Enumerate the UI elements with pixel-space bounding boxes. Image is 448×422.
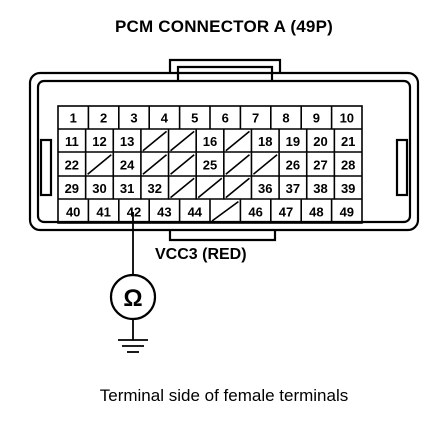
unused-cavity-mark (142, 130, 168, 152)
terminal-4: 4 (161, 111, 169, 126)
unused-cavity-mark (225, 154, 250, 175)
terminal-32: 32 (147, 181, 161, 196)
terminal-25: 25 (203, 158, 217, 173)
terminal-12: 12 (92, 134, 106, 149)
unused-cavity-mark (211, 200, 239, 222)
terminal-39: 39 (341, 181, 355, 196)
terminal-1: 1 (70, 111, 77, 126)
terminal-grid (57, 105, 363, 224)
terminal-10: 10 (340, 111, 354, 126)
terminal-46: 46 (248, 204, 262, 219)
terminal-9: 9 (313, 111, 320, 126)
terminal-44: 44 (188, 204, 203, 219)
terminal-22: 22 (65, 158, 79, 173)
terminal-5: 5 (191, 111, 198, 126)
unused-cavity-mark (197, 177, 223, 199)
left-latch (39, 138, 53, 197)
locking-tab-inner (176, 65, 274, 81)
bottom-keyway (168, 230, 277, 242)
unused-cavity-mark (170, 130, 195, 152)
terminal-42: 42 (127, 204, 141, 219)
terminal-11: 11 (65, 134, 79, 149)
terminal-3: 3 (130, 111, 137, 126)
terminal-16: 16 (203, 134, 217, 149)
terminal-19: 19 (286, 134, 300, 149)
terminal-26: 26 (286, 158, 300, 173)
connector-inner-frame (36, 79, 412, 224)
terminal-8: 8 (282, 111, 289, 126)
unused-cavity-mark (87, 154, 112, 175)
terminal-2: 2 (100, 111, 107, 126)
terminal-41: 41 (96, 204, 110, 219)
terminal-47: 47 (279, 204, 293, 219)
unused-cavity-mark (225, 177, 250, 199)
terminal-38: 38 (313, 181, 327, 196)
terminal-29: 29 (65, 181, 79, 196)
terminal-37: 37 (286, 181, 300, 196)
connector-housing (28, 71, 420, 232)
locking-tab (168, 58, 282, 73)
terminal-27: 27 (313, 158, 327, 173)
terminal-24: 24 (120, 158, 135, 173)
terminal-43: 43 (157, 204, 171, 219)
terminal-13: 13 (120, 134, 134, 149)
unused-cavity-mark (170, 177, 195, 199)
terminal-31: 31 (120, 181, 134, 196)
diagram-caption: Terminal side of female terminals (99, 386, 349, 405)
terminal-21: 21 (341, 134, 355, 149)
terminal-49: 49 (340, 204, 354, 219)
terminal-36: 36 (258, 181, 272, 196)
ohm-symbol: Ω (123, 285, 142, 312)
terminal-7: 7 (252, 111, 259, 126)
terminal-18: 18 (258, 134, 272, 149)
unused-cavity-mark (170, 154, 195, 175)
terminal-28: 28 (341, 158, 355, 173)
terminal-30: 30 (92, 181, 106, 196)
terminal-40: 40 (66, 204, 80, 219)
right-latch (395, 138, 409, 197)
terminal-20: 20 (313, 134, 327, 149)
terminal-6: 6 (222, 111, 229, 126)
probe-label: VCC3 (RED) (155, 246, 247, 263)
diagram-title: PCM CONNECTOR A (49P) (115, 17, 333, 36)
unused-cavity-mark (225, 130, 250, 152)
unused-cavity-mark (142, 154, 168, 175)
unused-cavity-mark (252, 154, 278, 175)
terminal-48: 48 (309, 204, 323, 219)
